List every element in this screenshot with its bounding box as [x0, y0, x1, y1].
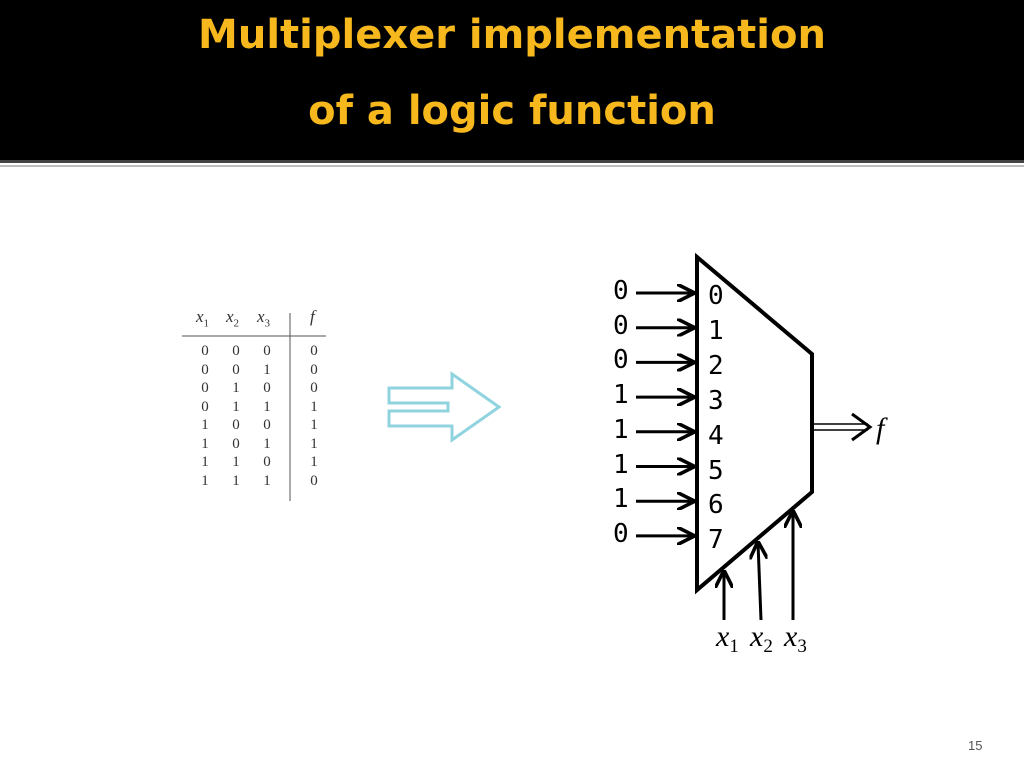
- mux-input-value: 0: [613, 518, 629, 549]
- tt-cell: 1: [310, 454, 318, 470]
- mux-input-index: 6: [708, 490, 724, 521]
- mux-input-arrows: [636, 293, 693, 536]
- tt-cell: 0: [201, 361, 209, 378]
- mux-input-value: 1: [613, 380, 629, 411]
- tt-cell: 0: [232, 343, 240, 359]
- page-number: 15: [968, 738, 983, 753]
- mux-input-index: 4: [708, 420, 724, 451]
- tt-cell: 0: [263, 380, 271, 396]
- tt-cell: 0: [232, 417, 240, 433]
- tt-header-f: f: [310, 307, 315, 326]
- tt-cell: 1: [263, 398, 271, 415]
- tt-cell: 0: [232, 361, 240, 378]
- tt-cell: 1: [201, 454, 209, 470]
- tt-header-x2: x2: [226, 307, 240, 330]
- tt-cell: 0: [310, 472, 318, 489]
- slide-title-line-2: of a logic function: [308, 88, 716, 134]
- mux-input-value: 1: [613, 449, 629, 480]
- tt-cell: 0: [263, 454, 271, 470]
- truth-table: x1 x2 x3 f 0 0 0 0 0 0 1 0 0 1 0 0 0 1 1 1 1 0 0 1 1 0 1 1 1 1 0 1 1…: [180, 305, 330, 505]
- title-divider-light: [0, 165, 1024, 167]
- tt-cell: 0: [201, 398, 209, 415]
- tt-cell: 0: [310, 380, 318, 396]
- tt-cell: 1: [310, 435, 318, 452]
- tt-cell: 0: [263, 417, 271, 433]
- select-label-x2: x2: [750, 620, 773, 658]
- mux-input-index: 3: [708, 385, 724, 416]
- tt-cell: 1: [310, 398, 318, 415]
- tt-cell: 0: [310, 343, 318, 359]
- mux-input-index: 7: [708, 525, 724, 556]
- tt-cell: 1: [310, 417, 318, 433]
- tt-cell: 1: [263, 361, 271, 378]
- mux-body: [695, 252, 814, 595]
- mux-input-index: 5: [708, 455, 724, 486]
- tt-cell: 1: [232, 380, 240, 396]
- mux-input-index: 0: [708, 281, 724, 311]
- select-arrow-x2: [758, 543, 761, 621]
- slide-title-line-1: Multiplexer implementation: [198, 12, 826, 58]
- tt-cell: 0: [232, 435, 240, 452]
- mux-input-index: 2: [708, 350, 724, 381]
- mux-input-value: 0: [613, 345, 629, 376]
- tt-header-x3: x3: [257, 307, 271, 330]
- mux-input-value: 1: [613, 414, 629, 445]
- select-label-x1: x1: [716, 620, 739, 658]
- tt-cell: 1: [263, 435, 271, 452]
- tt-rules: [182, 313, 326, 501]
- tt-cell: 1: [232, 472, 240, 489]
- tt-cell: 0: [310, 361, 318, 378]
- tt-cell: 0: [263, 343, 271, 359]
- tt-cell: 0: [201, 380, 209, 396]
- tt-cell: 1: [263, 472, 271, 489]
- tt-cell: 1: [201, 417, 209, 433]
- mux-input-value: 1: [613, 484, 629, 515]
- tt-cell: 1: [201, 472, 209, 489]
- tt-cell: 1: [201, 435, 209, 452]
- tt-cell: 1: [232, 398, 240, 415]
- tt-cell: 1: [232, 454, 240, 470]
- mux-input-index: 1: [708, 315, 724, 346]
- tt-cell: 0: [201, 343, 209, 359]
- title-divider: [0, 160, 1024, 163]
- output-arrowhead: [851, 412, 873, 442]
- tt-header-x1: x1: [196, 307, 210, 330]
- select-label-x3: x3: [784, 620, 807, 658]
- output-label-f: f: [876, 412, 885, 445]
- mux-input-value: 0: [613, 276, 629, 306]
- mux-input-value: 0: [613, 310, 629, 341]
- title-bar: Multiplexer implementation of a logic fu…: [0, 0, 1024, 160]
